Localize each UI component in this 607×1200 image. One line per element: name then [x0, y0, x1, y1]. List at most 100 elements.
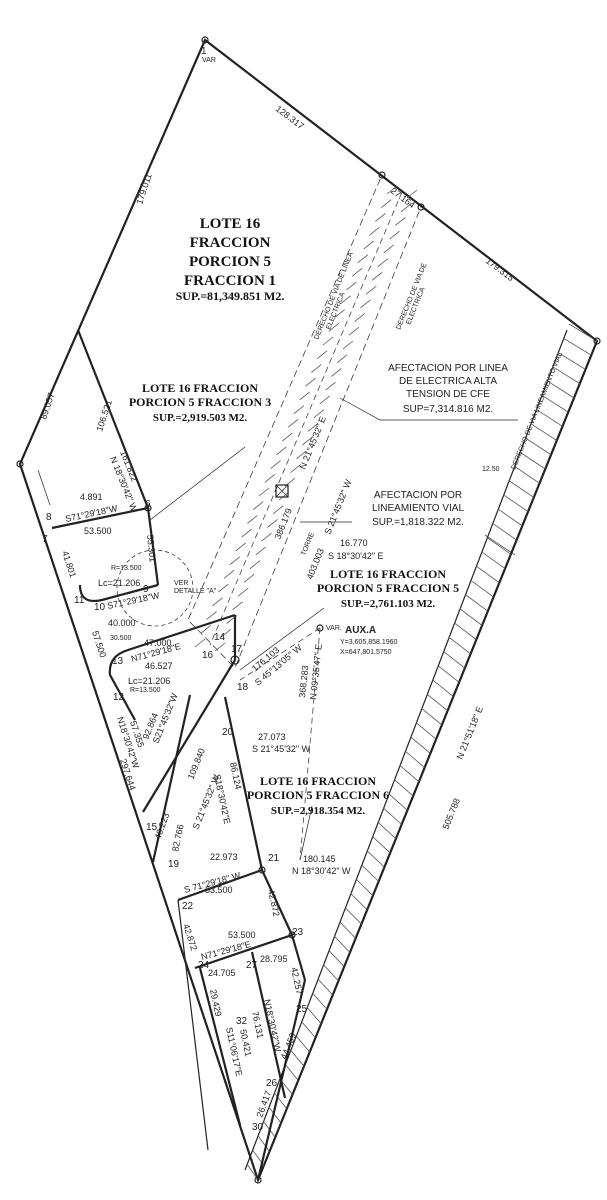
svg-text:1: 1 — [201, 46, 207, 57]
svg-text:16: 16 — [202, 650, 214, 661]
hatch-mark — [267, 519, 278, 528]
hatch-mark — [206, 611, 217, 620]
svg-text:86.124: 86.124 — [228, 761, 244, 790]
svg-text:N 09°35'47" E: N 09°35'47" E — [308, 643, 324, 700]
hatch-mark — [238, 587, 249, 597]
svg-text:16.770: 16.770 — [340, 538, 368, 548]
hatch-mark — [525, 437, 552, 456]
hatch-mark — [514, 466, 540, 484]
hatch-mark — [530, 423, 557, 441]
hatch-mark — [249, 560, 261, 569]
hatch-mark — [339, 921, 356, 939]
hatch-mark — [366, 850, 385, 868]
svg-text:368.283: 368.283 — [297, 665, 310, 698]
hatch-mark — [405, 750, 425, 768]
hatch-mark — [386, 185, 398, 195]
svg-text:X=647,801.5750: X=647,801.5750 — [340, 649, 392, 656]
hatch-mark — [319, 395, 330, 405]
svg-text:32: 32 — [236, 1016, 248, 1027]
hatch-mark — [278, 491, 290, 501]
hatch-mark — [366, 285, 377, 295]
svg-text:30: 30 — [252, 1122, 264, 1133]
hatch-mark — [355, 878, 374, 896]
svg-text:23: 23 — [292, 927, 304, 938]
svg-text:505.788: 505.788 — [441, 797, 462, 831]
svg-text:10: 10 — [94, 602, 106, 613]
hatch-mark — [290, 1049, 305, 1067]
hatch-mark — [311, 364, 322, 373]
hatch-mark — [252, 501, 264, 511]
hatch-mark — [443, 651, 466, 669]
hatch-mark — [268, 1106, 282, 1124]
hatch-mark — [284, 1064, 299, 1081]
svg-text:DE ELECTRICA ALTA: DE ELECTRICA ALTA — [399, 376, 497, 387]
svg-text:VER: VER — [174, 580, 188, 587]
hatch-mark — [369, 226, 380, 236]
svg-text:R=13.500: R=13.500 — [111, 565, 142, 572]
svg-text:8: 8 — [46, 512, 52, 523]
svg-text:27: 27 — [246, 960, 258, 971]
svg-text:24.705: 24.705 — [208, 968, 236, 978]
svg-text:VAR: VAR — [202, 57, 216, 64]
hatch-mark — [299, 391, 310, 401]
hatch-mark — [331, 368, 342, 377]
hatch-mark — [389, 230, 400, 240]
svg-text:LINEAMIENTO VIAL: LINEAMIENTO VIAL — [372, 503, 465, 514]
svg-text:47.000: 47.000 — [144, 638, 172, 648]
hatch-mark — [372, 836, 391, 854]
hatch-mark — [212, 597, 223, 607]
hatch-mark — [388, 793, 408, 811]
aux-label: AUX.A Y=3,605,858.1960 X=647,801.5750 VA… — [326, 625, 398, 656]
svg-text:22.973: 22.973 — [210, 852, 238, 862]
svg-text:9: 9 — [143, 584, 149, 595]
svg-text:26: 26 — [266, 1078, 278, 1089]
svg-text:LOTE 16 FRACCION: LOTE 16 FRACCION — [330, 567, 446, 581]
svg-text:20: 20 — [222, 727, 234, 738]
svg-text:FRACCION: FRACCION — [190, 235, 271, 251]
svg-text:Lc=21.206: Lc=21.206 — [128, 676, 170, 686]
svg-text:179.011: 179.011 — [134, 172, 153, 205]
svg-text:27.073: 27.073 — [258, 732, 286, 742]
hatch-mark — [492, 522, 517, 541]
svg-text:S71°29'18"W: S71°29'18"W — [106, 590, 160, 611]
svg-text:89.057: 89.057 — [38, 391, 56, 420]
hatch-mark — [218, 583, 229, 593]
hatch-mark — [342, 340, 354, 350]
subdivision-lines — [37, 329, 307, 1181]
cfe-easement — [187, 174, 422, 669]
svg-text:76.131: 76.131 — [250, 1010, 266, 1039]
svg-text:82.766: 82.766 — [170, 823, 186, 852]
svg-text:PORCION 5 FRACCION 6: PORCION 5 FRACCION 6 — [247, 788, 389, 802]
lot5-label: LOTE 16 FRACCION PORCION 5 FRACCION 5 SU… — [317, 567, 459, 610]
hatch-mark — [360, 299, 371, 309]
svg-text:21: 21 — [268, 853, 280, 864]
hatch-mark — [340, 295, 351, 305]
hatch-mark — [536, 409, 563, 427]
hatch-mark — [223, 570, 235, 579]
hatch-mark — [351, 268, 363, 277]
svg-text:PORCION 5 FRACCION 3: PORCION 5 FRACCION 3 — [129, 395, 271, 409]
svg-text:AUX.A: AUX.A — [345, 625, 376, 636]
hatch-mark — [235, 542, 246, 552]
lot-main-label: LOTE 16 FRACCION PORCION 5 FRACCION 1 SU… — [176, 216, 285, 303]
hatch-mark — [383, 807, 402, 825]
svg-text:13: 13 — [112, 656, 124, 667]
hatch-mark — [323, 964, 339, 982]
svg-text:LOTE 16 FRACCION: LOTE 16 FRACCION — [142, 381, 258, 395]
hatch-mark — [371, 272, 383, 281]
svg-text:Lc=21.206: Lc=21.206 — [98, 578, 140, 588]
hatch-mark — [481, 551, 506, 569]
hatch-mark — [328, 322, 340, 332]
svg-text:41.801: 41.801 — [60, 550, 78, 579]
hatch-mark — [282, 432, 293, 442]
svg-text:S 18°30'42" E: S 18°30'42" E — [328, 551, 384, 561]
hatch-mark — [557, 352, 586, 370]
hatch-mark — [475, 565, 500, 584]
hatch-mark — [316, 350, 328, 360]
svg-text:30.500: 30.500 — [110, 635, 132, 642]
svg-text:4.891: 4.891 — [80, 492, 103, 502]
svg-text:12.50: 12.50 — [482, 466, 500, 473]
hatch-mark — [322, 336, 334, 346]
svg-text:179.315: 179.315 — [484, 256, 516, 284]
